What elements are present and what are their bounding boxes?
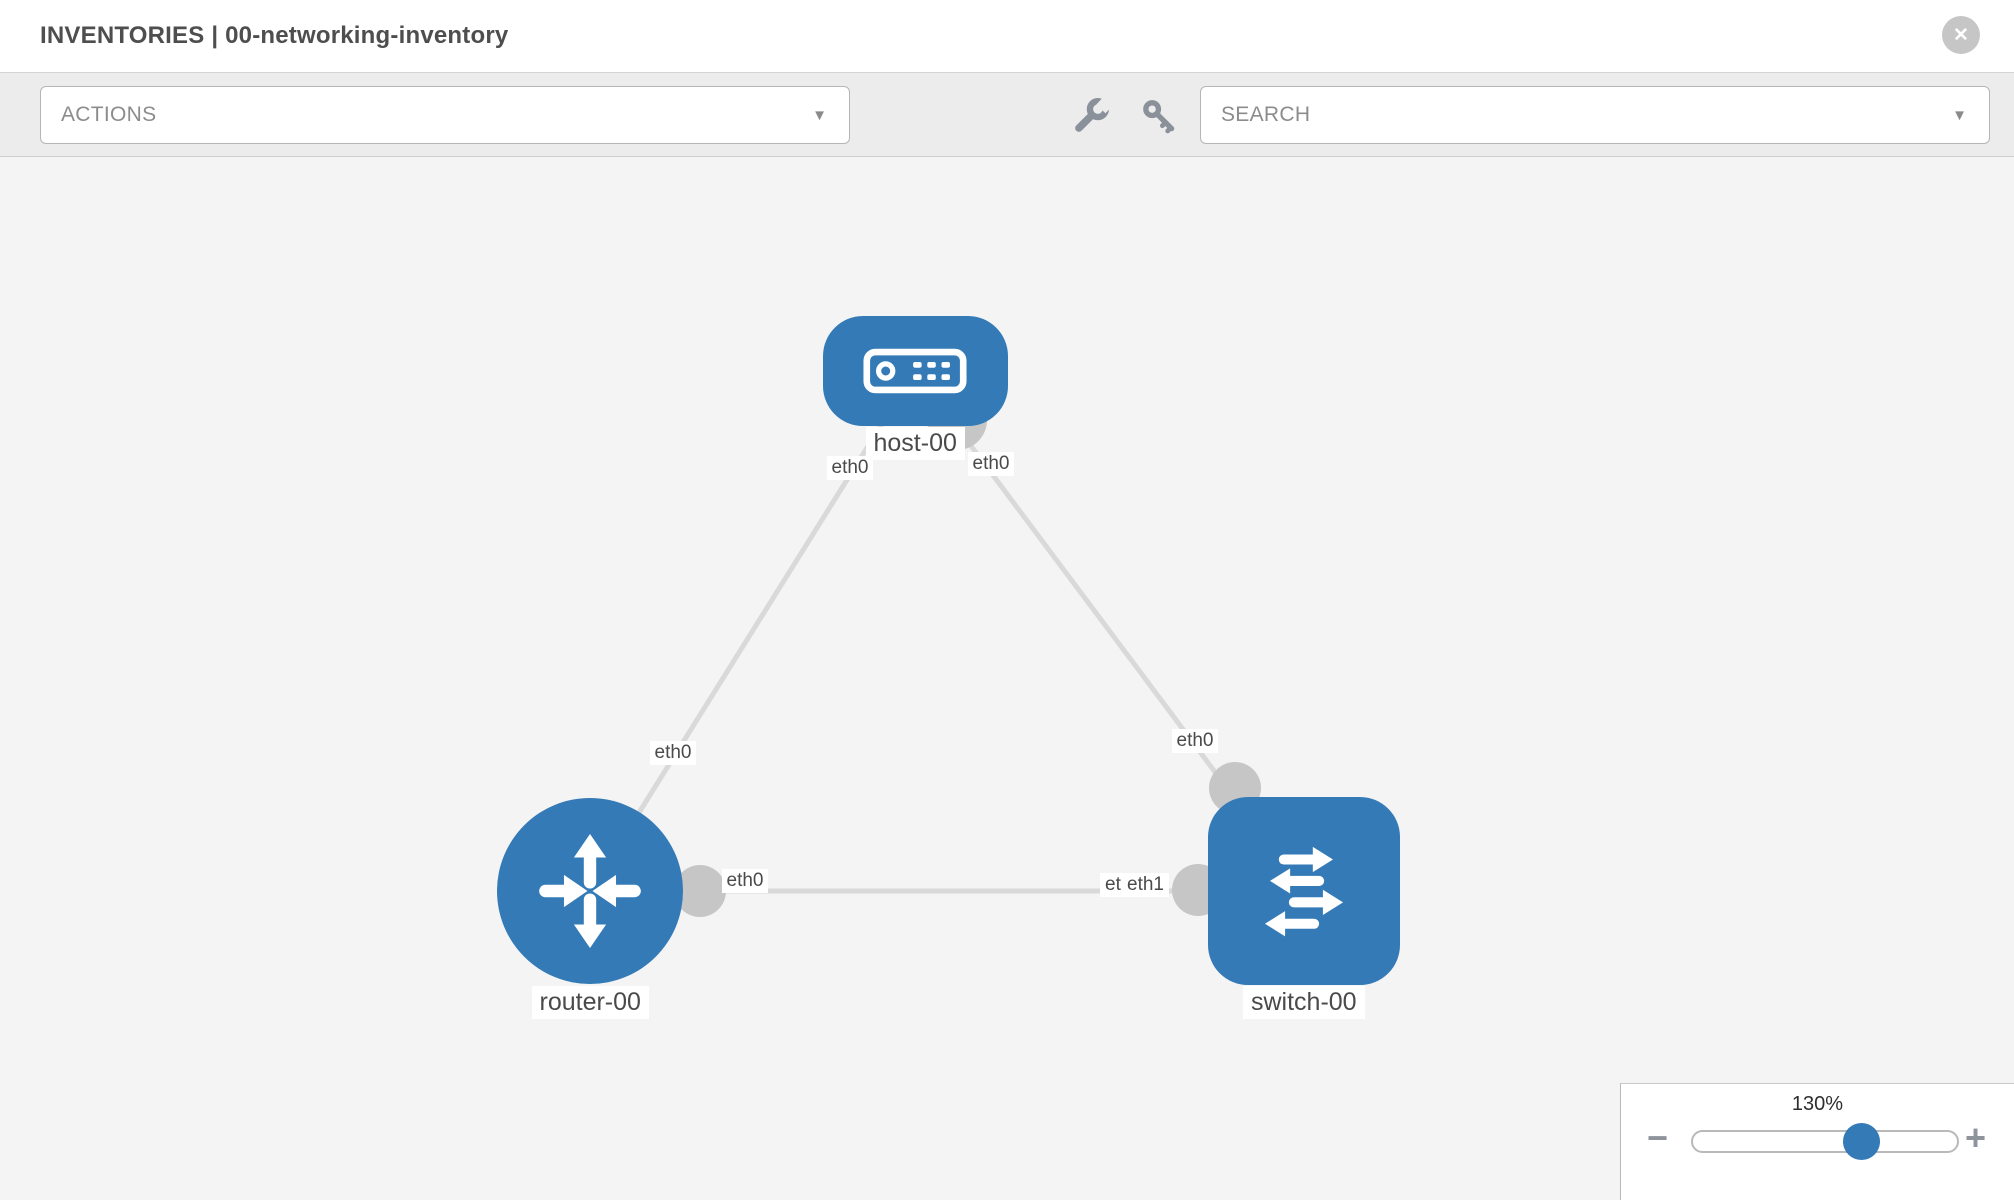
title-bar: INVENTORIES | 00-networking-inventory ✕: [0, 0, 2014, 72]
host-server-icon: [863, 348, 967, 394]
interface-connector[interactable]: [674, 865, 726, 917]
page-title: INVENTORIES | 00-networking-inventory: [40, 22, 509, 49]
wrench-button[interactable]: [1072, 96, 1113, 140]
topology-canvas[interactable]: host-00 router-00: [0, 157, 2014, 1200]
interface-label: eth0: [826, 456, 874, 480]
node-label-host-00[interactable]: host-00: [865, 426, 965, 460]
zoom-in-button[interactable]: +: [1965, 1117, 1987, 1158]
search-dropdown[interactable]: SEARCH ▼: [1200, 86, 1990, 144]
node-label-switch-00[interactable]: switch-00: [1243, 985, 1365, 1019]
topology-links-layer: [587, 369, 1307, 917]
node-router-00[interactable]: [497, 798, 683, 984]
node-switch-00[interactable]: [1208, 797, 1400, 985]
key-button[interactable]: [1140, 97, 1178, 140]
chevron-down-icon: ▼: [1952, 106, 1967, 124]
zoom-slider-row: − +: [1621, 1117, 2014, 1163]
key-icon: [1143, 100, 1175, 134]
switch-icon: [1264, 846, 1344, 937]
interface-label: eth0: [721, 869, 769, 893]
wrench-icon: [1075, 96, 1113, 132]
interface-label: eth0: [967, 452, 1015, 476]
zoom-slider-track[interactable]: [1691, 1123, 1959, 1160]
zoom-slider-thumb[interactable]: [1843, 1123, 1881, 1160]
search-dropdown-label: SEARCH: [1221, 103, 1311, 126]
router-icon: [539, 833, 641, 949]
actions-dropdown[interactable]: ACTIONS ▼: [40, 86, 850, 144]
close-button[interactable]: ✕: [1942, 16, 1980, 54]
zoom-level-value: 130%: [1791, 1093, 1844, 1115]
interface-label: eth0: [649, 741, 697, 765]
node-host-00[interactable]: [822, 316, 1008, 426]
zoom-out-button[interactable]: −: [1647, 1117, 1669, 1158]
toolbar: ACTIONS ▼ SEARCH ▼: [0, 72, 2014, 157]
chevron-down-icon: ▼: [812, 106, 827, 124]
actions-dropdown-label: ACTIONS: [61, 103, 157, 126]
node-label-router-00[interactable]: router-00: [531, 985, 649, 1019]
close-icon: ✕: [1953, 24, 1969, 46]
interface-label: eth0: [1171, 729, 1219, 753]
zoom-panel: 130% − +: [1620, 1083, 2014, 1200]
